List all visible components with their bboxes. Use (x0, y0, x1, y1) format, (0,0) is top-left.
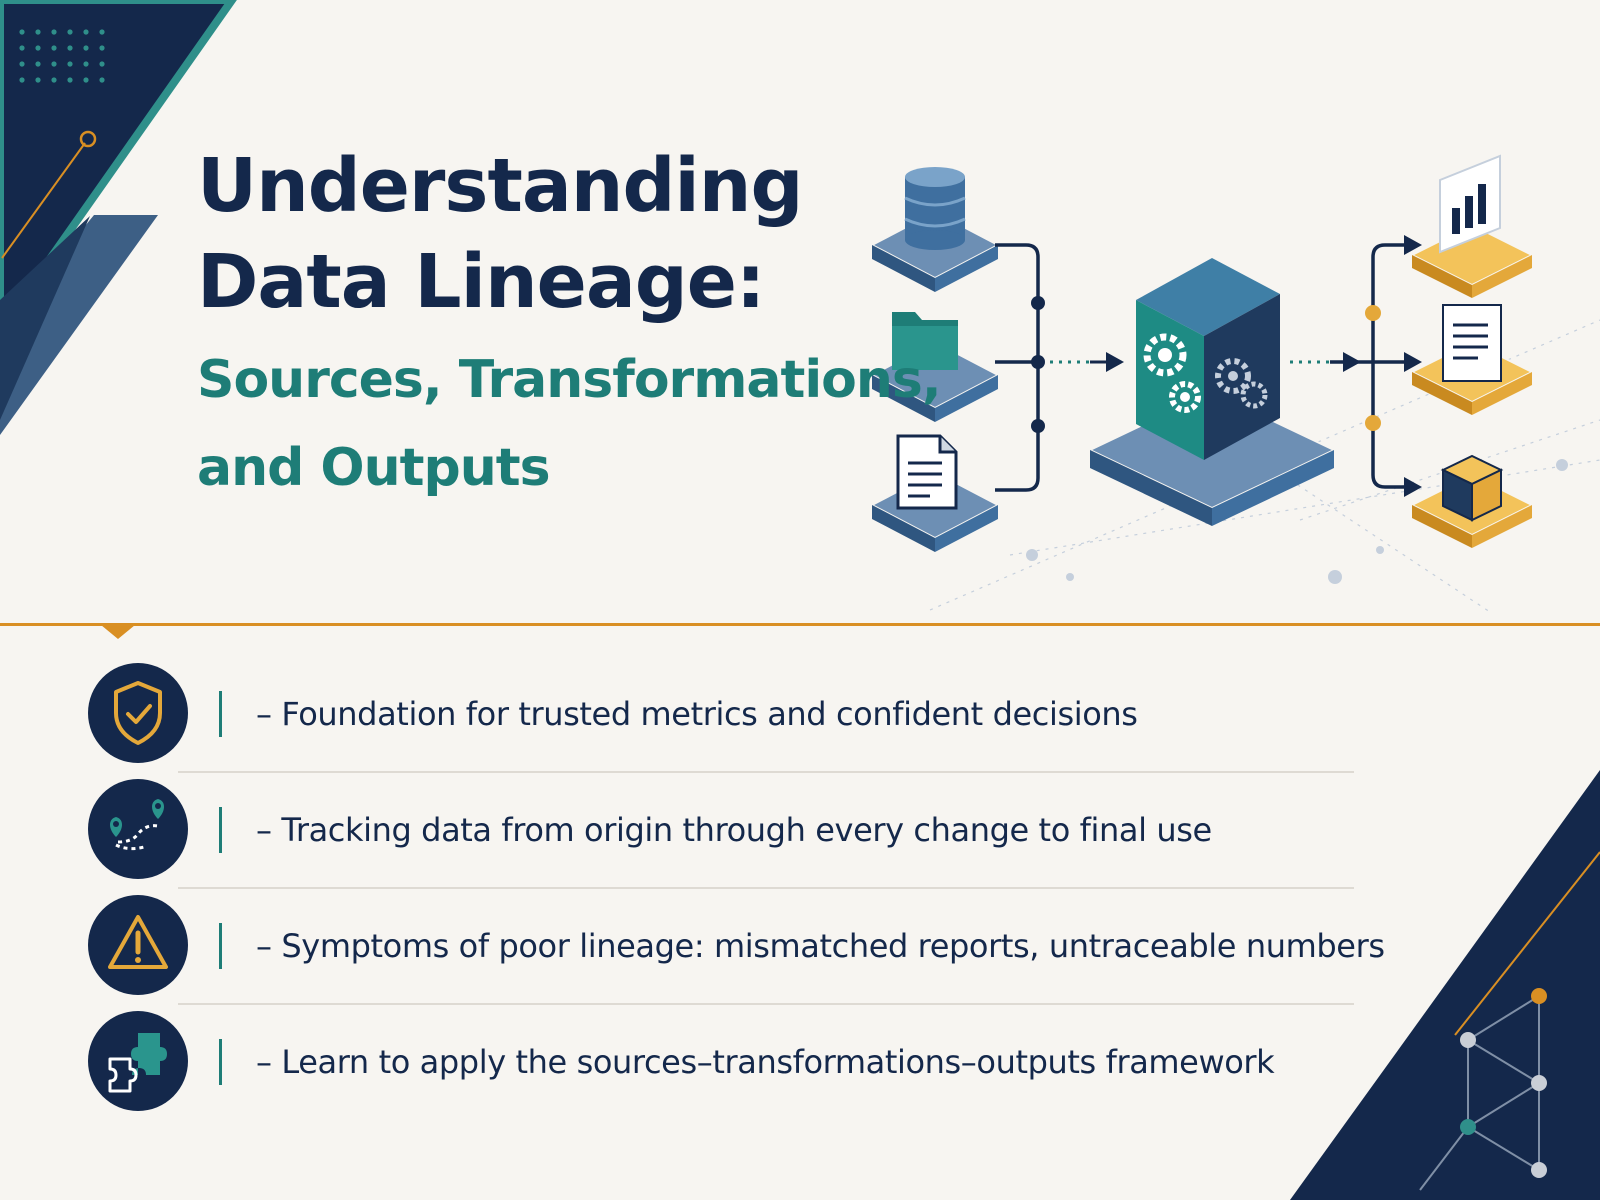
grid-dot (35, 61, 41, 67)
top-left-blue-shard (0, 215, 158, 435)
point-3-badge (88, 895, 188, 995)
network-graph (1419, 995, 1540, 1191)
point-4-accent-bar (219, 1039, 222, 1085)
grid-dot (19, 77, 25, 83)
transformation-block (1087, 258, 1337, 526)
source-database (869, 167, 1001, 292)
top-left-teal-edge (0, 0, 237, 337)
page-title-line-2: Data Lineage: (197, 239, 766, 325)
point-1-separator (178, 771, 1354, 773)
point-4-text: – Learn to apply the sources–transformat… (256, 1043, 1275, 1081)
point-2-badge (88, 779, 188, 879)
point-3-accent-bar (219, 923, 222, 969)
grid-dot (35, 77, 41, 83)
shield-check-icon (114, 681, 162, 745)
source-connectors (995, 243, 1040, 492)
report-icon (1442, 304, 1502, 382)
grid-dot (51, 61, 57, 67)
point-1-text: – Foundation for trusted metrics and con… (256, 695, 1138, 733)
grid-dot (51, 77, 57, 83)
grid-dot (83, 29, 89, 35)
grid-dot (99, 61, 105, 67)
source-document (869, 434, 1001, 552)
grid-dot (67, 45, 73, 51)
route-pins-icon (110, 799, 164, 851)
document-icon (896, 434, 958, 510)
output-cube (1409, 454, 1535, 548)
point-3-separator (178, 1003, 1354, 1005)
accent-node (79, 130, 97, 148)
lineage-diagram (869, 154, 1600, 613)
grid-dot (67, 77, 73, 83)
subtitle-line-2: and Outputs (197, 438, 551, 498)
subtitle-line-1: Sources, Transformations, (197, 350, 942, 410)
accent-line (1, 142, 86, 259)
title-block: Understanding Data Lineage: Sources, Tra… (197, 138, 942, 512)
grid-dot (67, 29, 73, 35)
section-divider (0, 623, 1600, 626)
point-row-2: – Tracking data from origin through ever… (0, 773, 1360, 891)
point-2-separator (178, 887, 1354, 889)
warning-icon (108, 915, 168, 969)
grid-dot (67, 61, 73, 67)
grid-dot (19, 45, 25, 51)
point-row-4: – Learn to apply the sources–transformat… (0, 1005, 1360, 1123)
grid-dot (99, 77, 105, 83)
database-icon (904, 167, 966, 250)
output-report (1409, 304, 1535, 415)
grid-dot (99, 29, 105, 35)
point-1-accent-bar (219, 691, 222, 737)
grid-dot (51, 29, 57, 35)
grid-dot (83, 45, 89, 51)
point-row-1: – Foundation for trusted metrics and con… (0, 657, 1360, 775)
point-2-accent-bar (219, 807, 222, 853)
grid-dot (83, 77, 89, 83)
point-row-3: – Symptoms of poor lineage: mismatched r… (0, 889, 1385, 1007)
grid-dot (19, 61, 25, 67)
point-2-text: – Tracking data from origin through ever… (256, 811, 1212, 849)
source-folder (869, 312, 1001, 422)
point-3-text: – Symptoms of poor lineage: mismatched r… (256, 927, 1385, 965)
grid-dot (99, 45, 105, 51)
divider-notch (101, 625, 135, 639)
page-title-line-1: Understanding (197, 143, 803, 229)
folder-icon (892, 312, 958, 370)
output-chart (1409, 154, 1535, 298)
subtitle: Sources, Transformations, and Outputs (197, 336, 942, 512)
puzzle-icon (108, 1033, 167, 1093)
grid-dot (19, 29, 25, 35)
cube-icon (1440, 454, 1504, 522)
output-connectors (1330, 243, 1410, 489)
grid-dot (51, 45, 57, 51)
bar-chart-icon (1439, 154, 1501, 254)
grid-dot (35, 45, 41, 51)
point-4-badge (88, 1011, 188, 1111)
gears-icon (1143, 333, 1268, 413)
grid-dot (83, 61, 89, 67)
grid-dot (35, 29, 41, 35)
dot-grid (19, 29, 105, 83)
point-1-badge (88, 663, 188, 763)
